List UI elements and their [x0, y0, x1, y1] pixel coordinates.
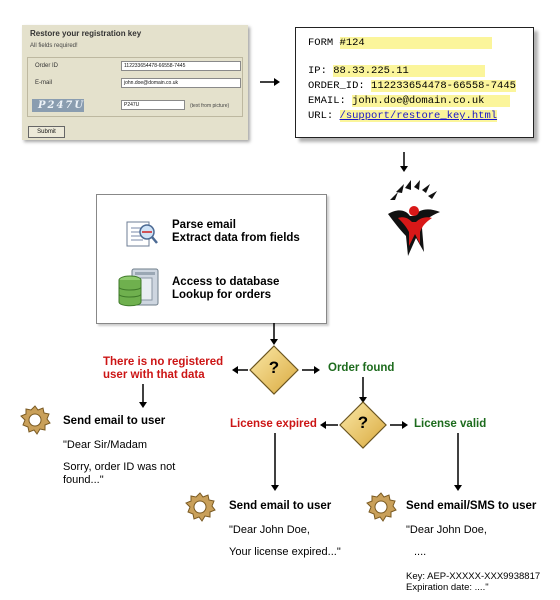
registration-form-title: Restore your registration key — [30, 29, 142, 38]
arrow-down-4 — [359, 377, 367, 403]
valid-line4: Expiration date: ...." — [406, 582, 489, 593]
arrow-down-3 — [139, 384, 147, 408]
decision-2-symbol: ? — [357, 413, 369, 432]
step1-line1: Parse email — [172, 219, 236, 231]
captcha-image-text: P247U — [38, 100, 84, 111]
order-id-input[interactable]: 112233654478-66558-7445 — [121, 61, 241, 71]
not-found-line1: "Dear Sir/Madam — [63, 439, 147, 451]
processing-logo — [388, 180, 440, 256]
registration-form-screenshot: Restore your registration key All fields… — [22, 25, 248, 140]
ip-value: 88.33.225.11 — [333, 65, 486, 77]
expired-title: Send email to user — [229, 500, 332, 512]
gear-icon — [366, 492, 397, 522]
no-user-line2: user with that data — [103, 369, 205, 381]
order-id-label-field: ORDER_ID: — [308, 80, 365, 92]
step2-line1: Access to database — [172, 276, 280, 288]
decision-diamond-1 — [249, 345, 299, 395]
step2-line2: Lookup for orders — [172, 289, 272, 301]
order-id-value: 112233654478-66558-7445 — [371, 80, 516, 92]
valid-line1: "Dear John Doe, — [406, 524, 487, 536]
expired-line2: Your license expired..." — [229, 546, 341, 558]
order-id-label: Order ID — [35, 63, 59, 69]
processing-box: Parse email Extract data from fields Acc… — [96, 194, 327, 324]
url-label: URL: — [308, 110, 334, 122]
registration-form-subtitle: All fields required! — [30, 43, 78, 49]
arrow-right-3 — [390, 421, 408, 429]
not-found-line3: found..." — [63, 474, 104, 486]
url-link[interactable]: /support/restore_key.html — [339, 110, 498, 122]
not-found-line2: Sorry, order ID was not — [63, 461, 176, 473]
captcha-input[interactable]: P247U — [121, 100, 185, 110]
not-found-title: Send email to user — [63, 415, 166, 427]
captcha-image: P247U — [32, 99, 84, 112]
form-label: FORM — [308, 37, 334, 49]
ip-label: IP: — [308, 65, 327, 77]
step1-line2: Extract data from fields — [172, 232, 300, 244]
license-expired-label: License expired — [230, 418, 317, 430]
no-user-line1: There is no registered — [103, 356, 224, 368]
decision-diamond-2 — [339, 401, 387, 449]
arrow-right-2 — [302, 366, 320, 374]
arrow-down-2 — [270, 323, 278, 345]
valid-line2: .... — [414, 546, 427, 558]
registration-form-fieldset: Order ID 112233654478-66558-7445 E-mail … — [27, 57, 243, 117]
arrow-left-2 — [320, 421, 338, 429]
arrow-down-6 — [454, 433, 462, 491]
form-value: #124 — [339, 37, 492, 49]
arrow-down-1 — [400, 152, 408, 172]
arrow-left-1 — [232, 366, 248, 374]
arrow-down-5 — [271, 433, 279, 491]
email-label-field: EMAIL: — [308, 95, 346, 107]
order-form-card: FORM #124 IP: 88.33.225.11 ORDER_ID: 112… — [295, 27, 534, 138]
gear-icon — [185, 492, 216, 522]
gear-icon — [20, 405, 51, 435]
email-parse-icon — [126, 221, 158, 247]
email-label: E-mail — [35, 80, 53, 86]
email-value: john.doe@domain.co.uk — [352, 95, 511, 107]
arrow-right-1 — [260, 78, 280, 86]
email-input[interactable]: john.doe@domain.co.uk — [121, 78, 241, 88]
order-found-label: Order found — [328, 362, 395, 374]
valid-title: Send email/SMS to user — [406, 500, 537, 512]
captcha-hint: (text from picture) — [190, 103, 230, 109]
valid-line3: Key: AEP-XXXXX-XXX9938817 — [406, 571, 541, 582]
license-valid-label: License valid — [414, 418, 487, 430]
decision-1-symbol: ? — [268, 358, 280, 377]
database-icon — [118, 268, 159, 307]
expired-line1: "Dear John Doe, — [229, 524, 310, 536]
submit-button[interactable]: Submit — [28, 126, 65, 138]
